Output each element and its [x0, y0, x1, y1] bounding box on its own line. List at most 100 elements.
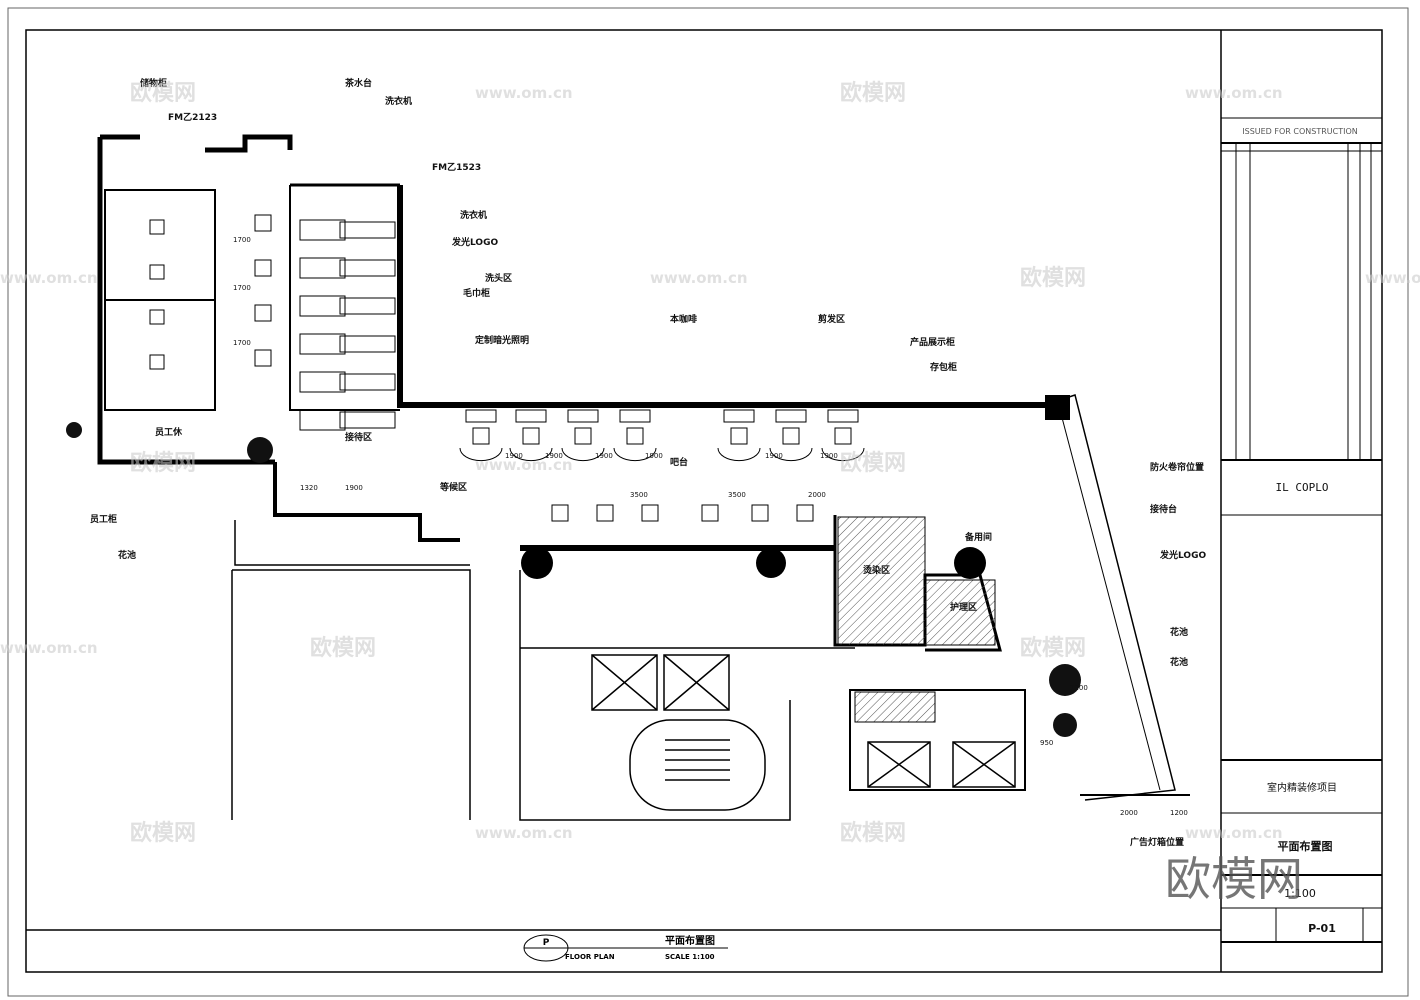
chair-arc	[509, 447, 553, 462]
hatched-rooms	[837, 516, 996, 723]
watermark-url: www.om.cn	[475, 456, 573, 474]
dimension-text: 1700	[233, 236, 251, 244]
dimension-text: 1200	[1170, 809, 1188, 817]
dimension-text: 1900	[545, 452, 563, 460]
wash-bed	[339, 259, 396, 277]
watermark-brand-large: 欧模网	[1165, 852, 1303, 906]
watermark-url: www.om.cn	[0, 269, 98, 287]
chair	[834, 427, 852, 445]
room-label: 本咖啡	[670, 313, 697, 325]
watermark-url: www.om.cn	[1185, 824, 1283, 842]
chair	[254, 349, 272, 367]
chair	[472, 427, 490, 445]
chair	[522, 427, 540, 445]
room-label: 产品展示柜	[910, 336, 955, 348]
chair	[254, 259, 272, 277]
chair	[782, 427, 800, 445]
scale-value: 1:100	[1284, 887, 1316, 900]
watermark-brand: 欧模网	[1020, 635, 1086, 661]
issued-label: ISSUED FOR CONSTRUCTION	[1242, 127, 1358, 136]
chair	[149, 264, 165, 280]
footer-symbol: P	[543, 938, 550, 948]
dimension-text: 1900	[505, 452, 523, 460]
mirror-station	[465, 409, 497, 423]
dimension-text: 2000	[1120, 809, 1138, 817]
room-label: 花池	[1170, 626, 1188, 638]
room-label: 花池	[1170, 656, 1188, 668]
room-label: FM乙1523	[432, 162, 481, 173]
chair	[596, 504, 614, 522]
watermark-brand: 欧模网	[130, 450, 196, 476]
chair-arc	[717, 447, 761, 462]
chair	[149, 354, 165, 370]
dimension-text: 3500	[728, 491, 746, 499]
plants	[66, 422, 1081, 737]
watermark-brand: 欧模网	[310, 635, 376, 661]
project-name: 室内精装修项目	[1267, 781, 1337, 794]
wash-bed	[299, 295, 346, 317]
walls	[97, 134, 1190, 821]
chair-arc	[561, 447, 605, 462]
client-name: IL COPLO	[1276, 481, 1329, 494]
chair-arc	[459, 447, 503, 462]
outer-border	[7, 7, 1409, 997]
wash-bed	[299, 219, 346, 241]
watermark-url: www.om.cn	[475, 824, 573, 842]
room-labels: 储物柜茶水台洗衣机FM乙2123FM乙1523洗衣机发光LOGO洗头区毛巾柜定制…	[90, 77, 1206, 848]
dimension-text: 1900	[645, 452, 663, 460]
wash-bed	[299, 409, 346, 431]
room-label: FM乙2123	[168, 112, 217, 123]
room-label: 备用间	[964, 531, 992, 543]
dimension-text: 3500	[630, 491, 648, 499]
room-label: 吧台	[670, 456, 688, 468]
mirror-station	[567, 409, 599, 423]
room-label: 花池	[118, 549, 136, 561]
styling-stations	[149, 214, 865, 522]
drawing-number: P-01	[1308, 922, 1336, 935]
dimension-text: 1900	[595, 452, 613, 460]
room-label: 剪发区	[818, 313, 845, 325]
watermark-url: www.om.cn	[475, 84, 573, 102]
chair-arc	[613, 447, 657, 462]
title-block	[1221, 117, 1382, 943]
watermark-brand: 欧模网	[840, 820, 906, 846]
drawing-title: 平面布置图	[1278, 839, 1333, 853]
room-label: 洗头区	[485, 272, 512, 284]
chair	[574, 427, 592, 445]
wash-bed	[339, 221, 396, 239]
watermark-brand: 欧模网	[840, 80, 906, 106]
mirror-station	[515, 409, 547, 423]
watermark-url: www.om.cn	[650, 269, 748, 287]
dimension-text: 1900	[765, 452, 783, 460]
mirror-station	[827, 409, 859, 423]
footer-title: P FLOOR PLAN 平面布置图 SCALE 1:100	[523, 934, 728, 962]
mirror-station	[775, 409, 807, 423]
room-label: 广告灯箱位置	[1130, 836, 1184, 848]
watermark-url: www.om.cn	[1185, 84, 1283, 102]
chair	[730, 427, 748, 445]
chair	[701, 504, 719, 522]
chair	[796, 504, 814, 522]
dimension-text: 1700	[233, 339, 251, 347]
footer-plan-en: FLOOR PLAN	[565, 953, 615, 961]
room-label: 发光LOGO	[451, 236, 498, 248]
columns	[521, 395, 1070, 579]
watermark-brand: 欧模网	[130, 80, 196, 106]
chair	[551, 504, 569, 522]
chair	[626, 427, 644, 445]
wash-bed	[339, 335, 396, 353]
dimension-text: 1320	[300, 484, 318, 492]
chair-arc	[769, 447, 813, 462]
wash-bed	[339, 297, 396, 315]
chair	[254, 214, 272, 232]
mirror-station	[723, 409, 755, 423]
room-label: 等候区	[439, 481, 467, 493]
wash-bed	[299, 371, 346, 393]
room-label: 储物柜	[140, 77, 167, 89]
dimension-text: 1100	[1070, 684, 1088, 692]
elevators	[591, 654, 1016, 811]
wash-bed	[339, 411, 396, 429]
